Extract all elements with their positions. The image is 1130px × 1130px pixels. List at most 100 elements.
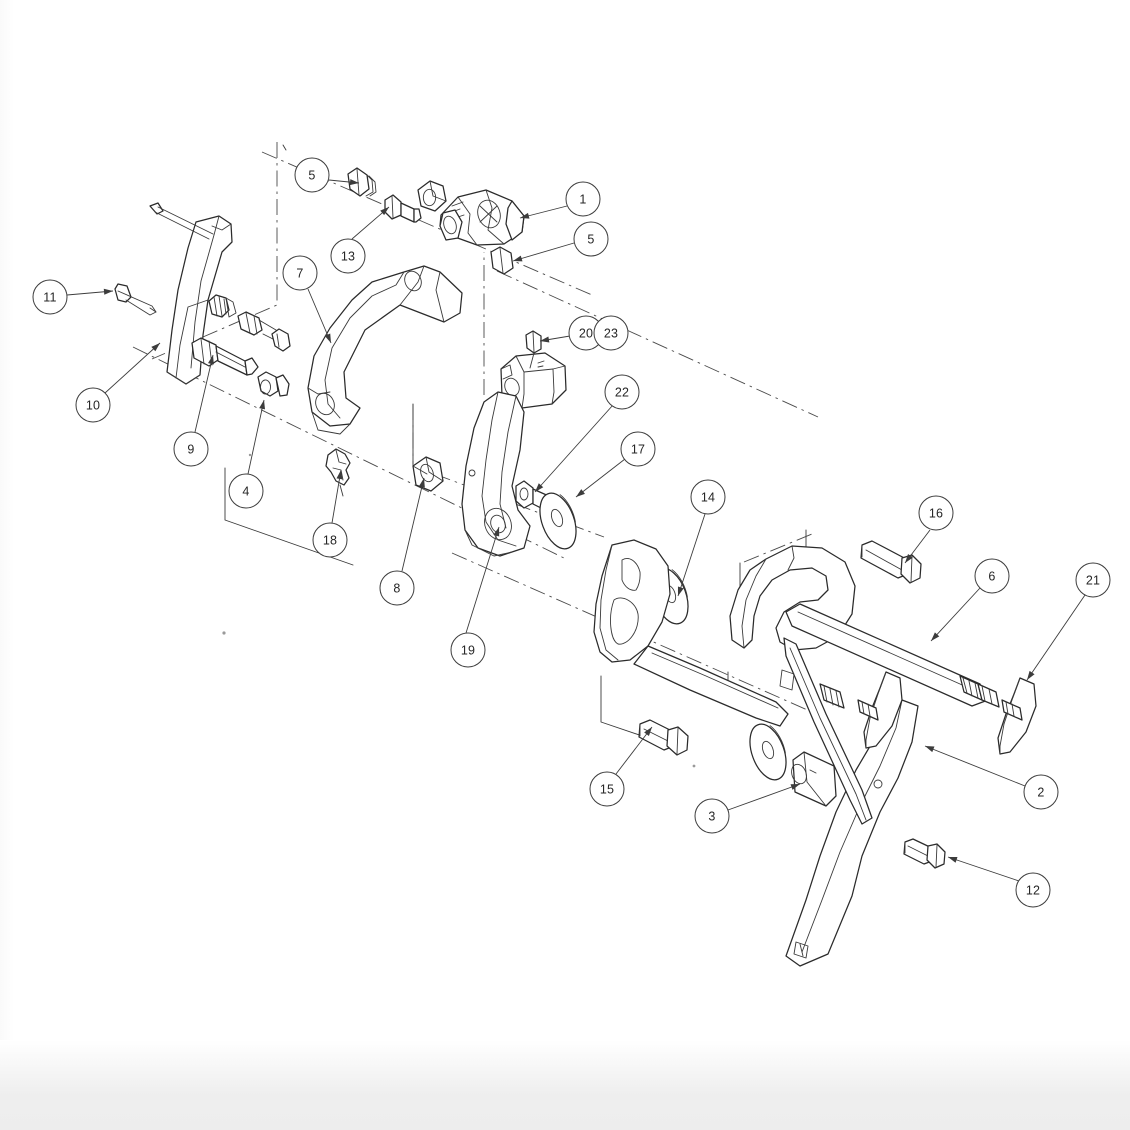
quadrant-plate-slot2 <box>610 597 639 645</box>
pedal-arm-7-group <box>307 265 463 435</box>
callout-label-5: 5 <box>587 233 594 247</box>
nut-8-bore <box>420 463 434 483</box>
cup-washer-4a <box>271 328 291 352</box>
leader-line-17 <box>575 458 626 498</box>
pads-group <box>857 671 1037 755</box>
switch-block-side-seam <box>521 371 525 409</box>
bolt-15-head-face <box>676 727 679 755</box>
bushing-5-lower <box>490 246 514 275</box>
centerline-upper-right-axis <box>496 270 819 418</box>
callout-circle-16 <box>918 495 954 531</box>
callout-label-13: 13 <box>341 250 355 264</box>
bellcrank-inner-edge <box>481 391 517 547</box>
leader-line-5 <box>512 242 575 262</box>
nut-8-top-edge <box>425 456 444 482</box>
leader-arrowhead-10 <box>151 343 160 352</box>
callout-bubble-5[interactable]: 5 <box>294 157 330 193</box>
callout-bubble-6[interactable]: 6 <box>974 558 1010 594</box>
washer-17-bore <box>550 508 564 528</box>
pad-second-edge <box>865 671 887 749</box>
bolt-12-head-face <box>935 844 938 868</box>
callout-bubble-22[interactable]: 22 <box>604 374 640 410</box>
callout-label-1: 1 <box>579 193 586 207</box>
switch-block-top-face <box>515 355 566 373</box>
scan-speckles <box>222 453 696 768</box>
callout-bubble-12[interactable]: 12 <box>1015 872 1051 908</box>
pedal-2-mid-serration <box>823 685 840 708</box>
bracket-edge-inner2 <box>190 215 220 369</box>
callout-label-21: 21 <box>1086 574 1100 588</box>
callout-circle-5 <box>294 157 330 193</box>
leader-arrowhead-2 <box>925 746 935 753</box>
rod-6-end-serration <box>962 677 979 699</box>
speckle <box>692 764 696 768</box>
callout-circle-10 <box>75 387 111 423</box>
quadrant-plate-body <box>593 539 671 663</box>
clip-18-group <box>325 448 351 497</box>
callout-circle-6 <box>974 558 1010 594</box>
callout-bubble-7[interactable]: 7 <box>282 255 318 291</box>
hex-nut-upper <box>417 180 447 212</box>
clip-18-stem <box>339 484 344 497</box>
bellcrank-lower-boss <box>464 529 513 557</box>
leader-arrowhead-9 <box>208 355 214 365</box>
leader-line-15 <box>615 726 653 775</box>
pedal-2-leg <box>785 699 919 967</box>
callout-bubble-17[interactable]: 17 <box>620 431 656 467</box>
callout-circle-15 <box>589 771 625 807</box>
switch-connector-lead <box>529 352 535 369</box>
quadrant-plate-slot <box>621 558 641 591</box>
callout-bubble-3[interactable]: 3 <box>694 798 730 834</box>
cylinder-port-face <box>477 199 501 229</box>
sleeve-3-bore <box>791 763 807 785</box>
callout-label-3: 3 <box>708 810 715 824</box>
leader-arrowhead-15 <box>644 727 652 736</box>
leader-lines-group <box>66 179 1086 882</box>
speckle <box>248 453 252 457</box>
callout-bubble-8[interactable]: 8 <box>379 570 415 606</box>
callout-bubble-19[interactable]: 19 <box>450 632 486 668</box>
cup-washer-4b <box>275 374 290 397</box>
callout-bubble-21[interactable]: 21 <box>1075 562 1111 598</box>
callout-bubble-10[interactable]: 10 <box>75 387 111 423</box>
callout-bubble-11[interactable]: 11 <box>32 279 68 315</box>
pedal-2-head-inner2 <box>787 545 795 571</box>
callout-bubble-5[interactable]: 5 <box>573 221 609 257</box>
pedal-2-head-inner <box>741 558 767 649</box>
callout-bubble-1[interactable]: 1 <box>565 181 601 217</box>
pin-13-nose <box>413 208 422 223</box>
nut-8-left-edge <box>412 465 428 475</box>
switch-block-group <box>500 330 567 409</box>
nut-8-body <box>412 456 444 492</box>
pedal-arm-pad <box>435 271 445 323</box>
callout-bubble-23[interactable]: 23 <box>593 315 629 351</box>
leader-arrowhead-5 <box>513 255 523 262</box>
callout-bubble-2[interactable]: 2 <box>1023 774 1059 810</box>
cylinder-body-seam <box>457 196 478 246</box>
callout-bubble-4[interactable]: 4 <box>228 473 264 509</box>
callout-label-23: 23 <box>604 327 618 341</box>
cylinder-port-cross <box>479 205 498 223</box>
callout-bubble-15[interactable]: 15 <box>589 771 625 807</box>
bushing-5-upper-face <box>356 168 360 196</box>
callout-bubble-18[interactable]: 18 <box>312 522 348 558</box>
sleeve-9-body-line <box>215 351 246 368</box>
pedal-2-bar-edge <box>797 611 979 693</box>
callout-bubble-13[interactable]: 13 <box>330 238 366 274</box>
cylinder-left-flange-bore <box>443 215 457 235</box>
leader-arrowhead-16 <box>905 554 913 563</box>
pin-22-head <box>515 480 534 509</box>
rod-upper-left <box>149 202 164 215</box>
callout-bubble-9[interactable]: 9 <box>173 431 209 467</box>
washer-17 <box>539 492 577 550</box>
clip-18-body <box>325 448 351 486</box>
callout-circle-8 <box>379 570 415 606</box>
switch-block-mark <box>537 360 545 368</box>
hex-nut-upper-edge <box>429 180 447 202</box>
pedal-arm-top-edge <box>399 265 425 306</box>
callout-bubble-16[interactable]: 16 <box>918 495 954 531</box>
callout-bubble-14[interactable]: 14 <box>690 479 726 515</box>
cylinder-assembly-1-group <box>347 167 525 275</box>
pedal-arm-lower-boss <box>311 411 351 435</box>
bushing-head-upper-ring <box>225 297 237 318</box>
